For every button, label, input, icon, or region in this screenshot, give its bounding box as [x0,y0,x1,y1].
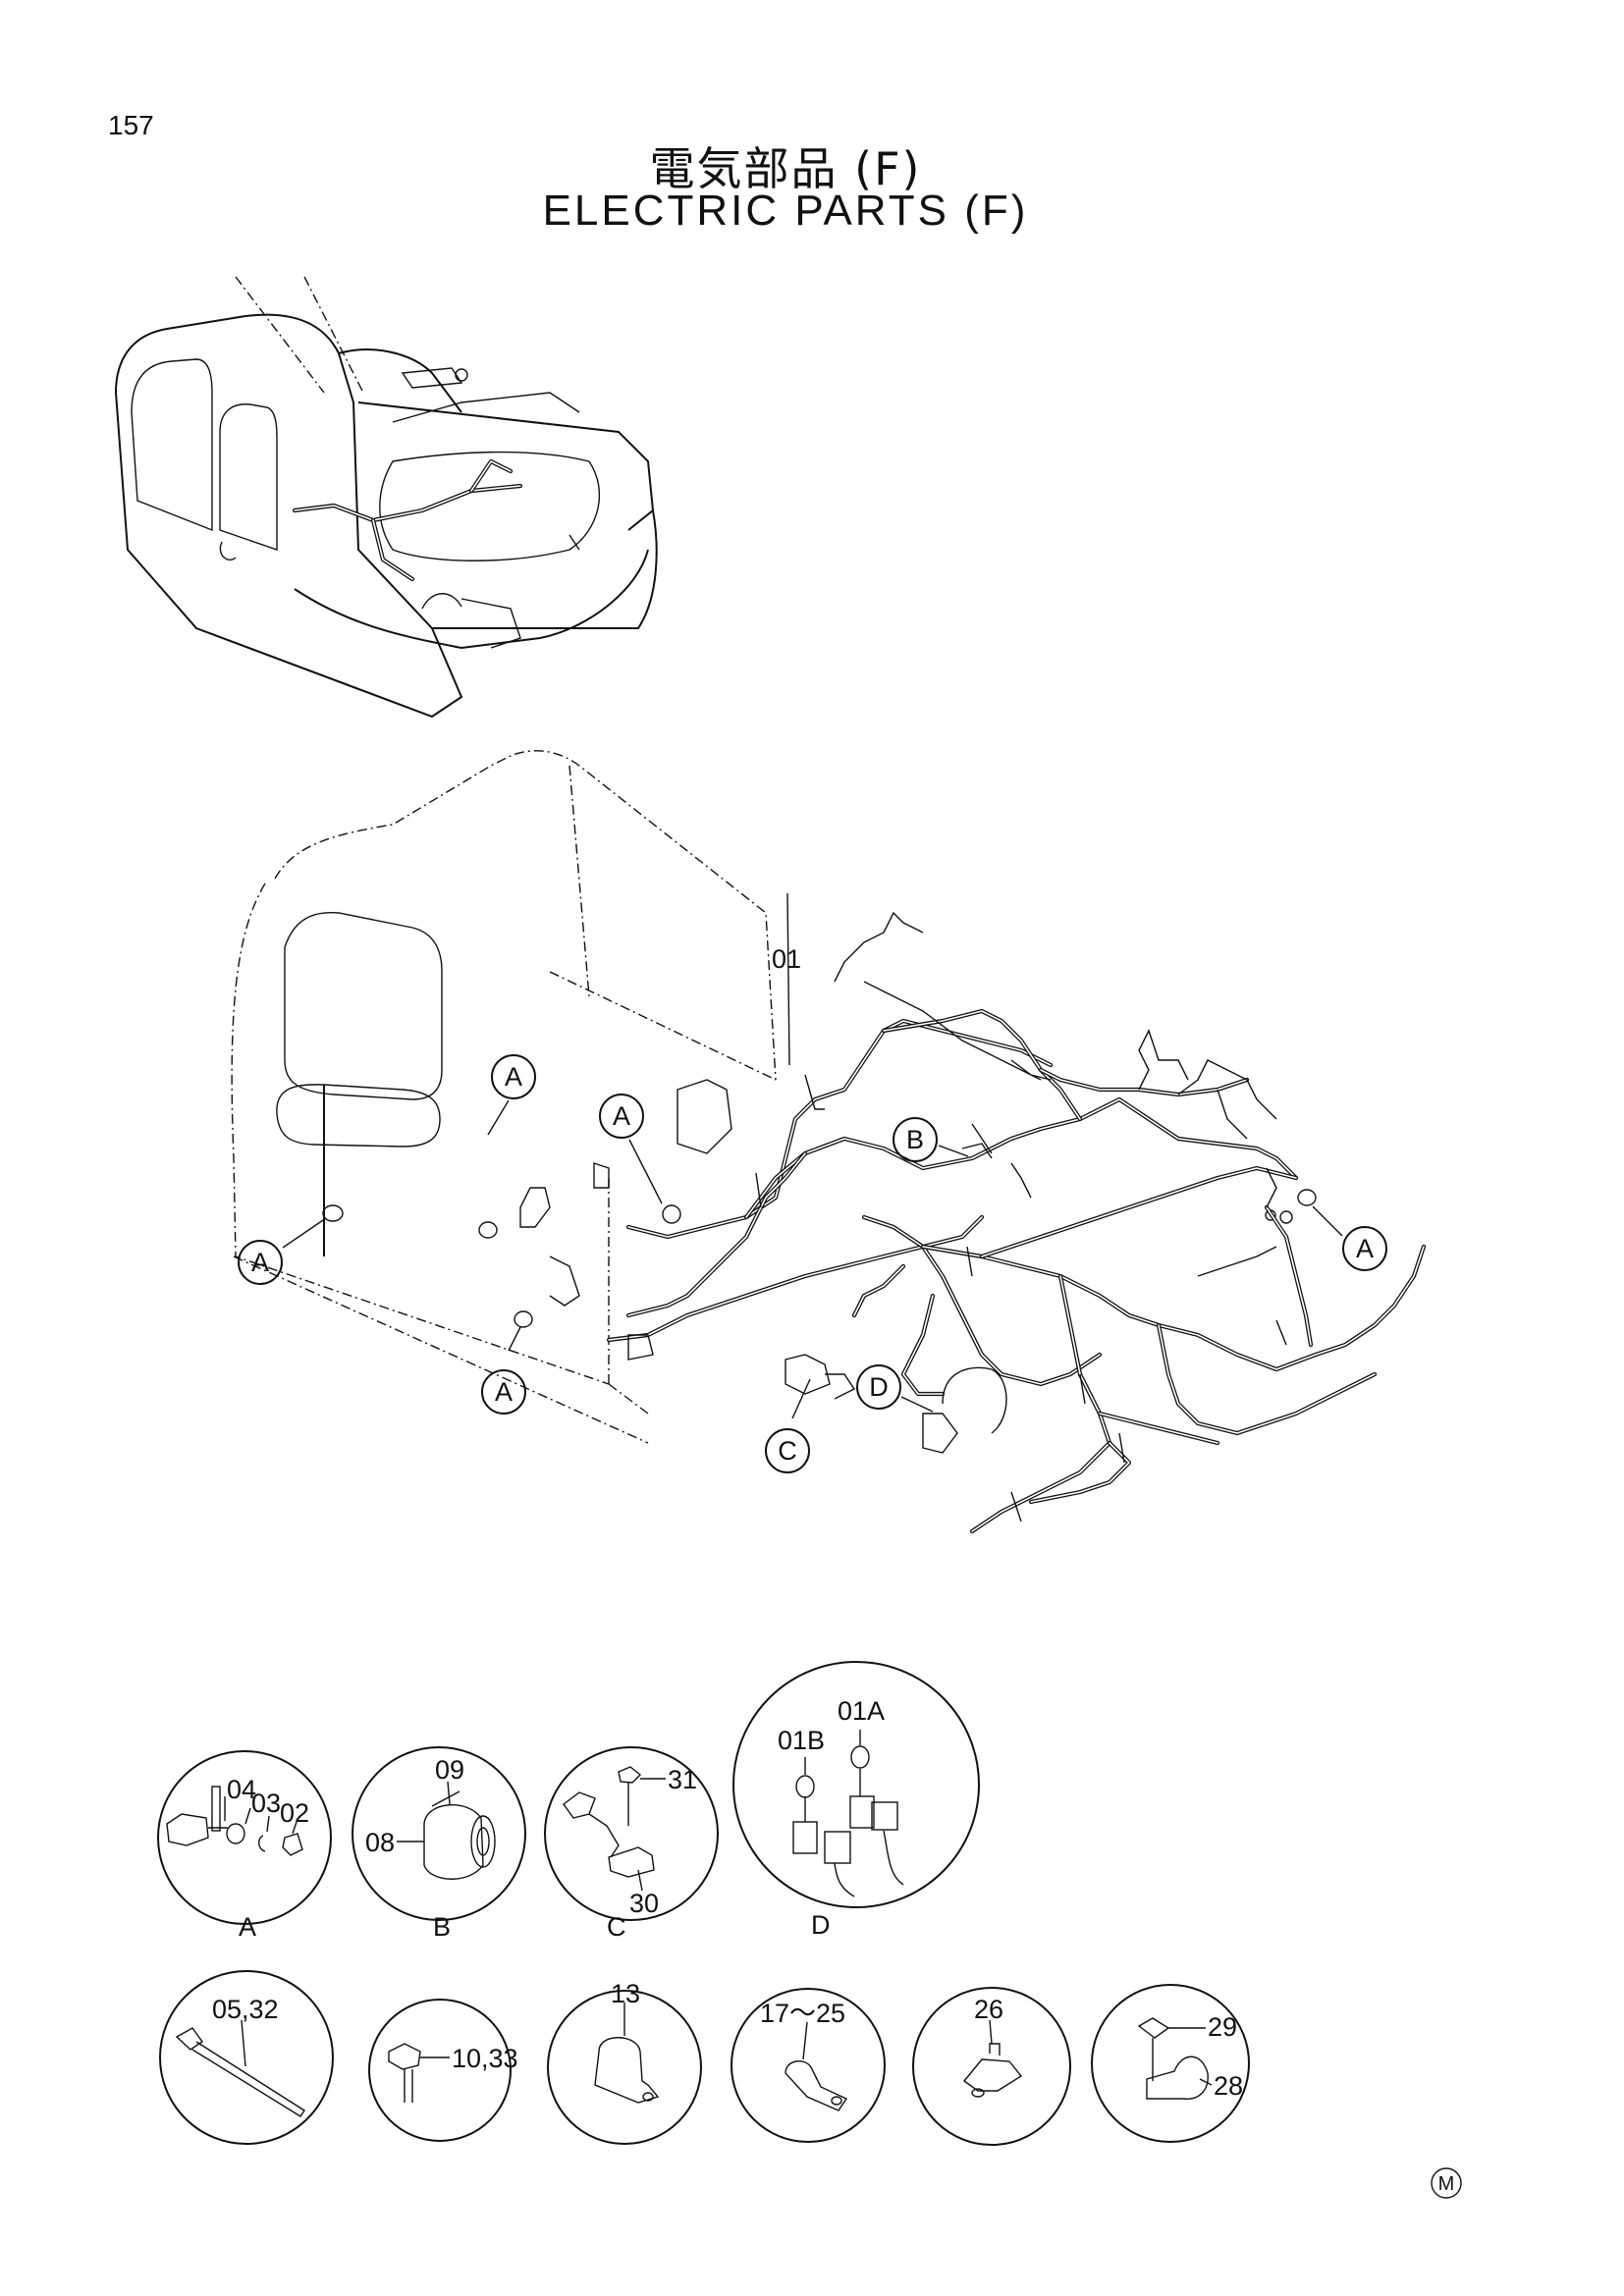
detail-b: 09 08 B [352,1746,526,1942]
detail-clamp-13: 13 [547,1979,702,2145]
detail-label-b: B [433,1912,451,1942]
svg-text:M: M [1438,2173,1455,2195]
detail-bolt: 10,33 [368,1999,518,2142]
callout-a-3: A [238,1240,283,1285]
svg-text:A: A [613,1101,630,1131]
svg-text:10,33: 10,33 [452,2044,518,2073]
detail-label-d: D [811,1910,831,1940]
page-number: 157 [108,110,154,140]
page-title-english: ELECTRIC PARTS (F) [542,187,1029,235]
svg-text:D: D [869,1372,889,1402]
svg-text:02: 02 [280,1798,309,1828]
detail-clamp-26: 26 [912,1987,1071,2146]
svg-text:03: 03 [251,1789,281,1818]
callout-a-2: A [599,1094,644,1139]
svg-text:13: 13 [611,1979,640,2008]
svg-text:05,32: 05,32 [212,1995,279,2024]
svg-text:C: C [778,1436,797,1466]
svg-text:08: 08 [365,1828,395,1857]
wiring-harness-drawing [519,911,1427,1534]
svg-text:29: 29 [1208,2012,1237,2042]
svg-text:31: 31 [668,1765,697,1794]
cab-outline-drawing [231,750,1317,1444]
part-label-01: 01 [772,944,801,974]
detail-clamp-17-25: 17～25 [731,1988,886,2143]
svg-text:A: A [495,1377,513,1407]
detail-clamp-28-29: 29 28 [1091,1984,1250,2143]
callout-leaders [282,892,1343,1419]
svg-text:04: 04 [227,1775,256,1804]
svg-text:09: 09 [435,1755,464,1785]
page-title-japanese: 電気部品 (F) [649,142,922,195]
callout-c: C [765,1428,810,1473]
svg-text:26: 26 [974,1995,1003,2024]
svg-text:01A: 01A [838,1696,885,1726]
callout-b: B [893,1117,938,1162]
svg-text:28: 28 [1214,2071,1243,2101]
svg-text:B: B [906,1125,924,1154]
detail-a: 04 03 02 A [157,1750,332,1942]
m-mark: M [1431,2167,1462,2199]
svg-text:A: A [1356,1234,1374,1263]
svg-text:17～25: 17～25 [760,1999,845,2028]
svg-text:A: A [251,1248,269,1277]
svg-text:01B: 01B [778,1726,825,1755]
callout-a-1: A [491,1054,536,1099]
machine-overview-drawing [114,276,658,719]
detail-label-c: C [607,1912,626,1942]
detail-label-a: A [239,1912,256,1942]
svg-text:30: 30 [629,1889,659,1918]
callout-d: D [856,1364,901,1410]
svg-text:A: A [505,1062,522,1092]
callout-a-4: A [481,1369,526,1415]
detail-d: 01A 01B D [732,1661,980,1940]
detail-c: 31 30 C [544,1746,719,1942]
detail-cable-tie: 05,32 [159,1970,334,2145]
callout-a-5: A [1342,1226,1387,1271]
